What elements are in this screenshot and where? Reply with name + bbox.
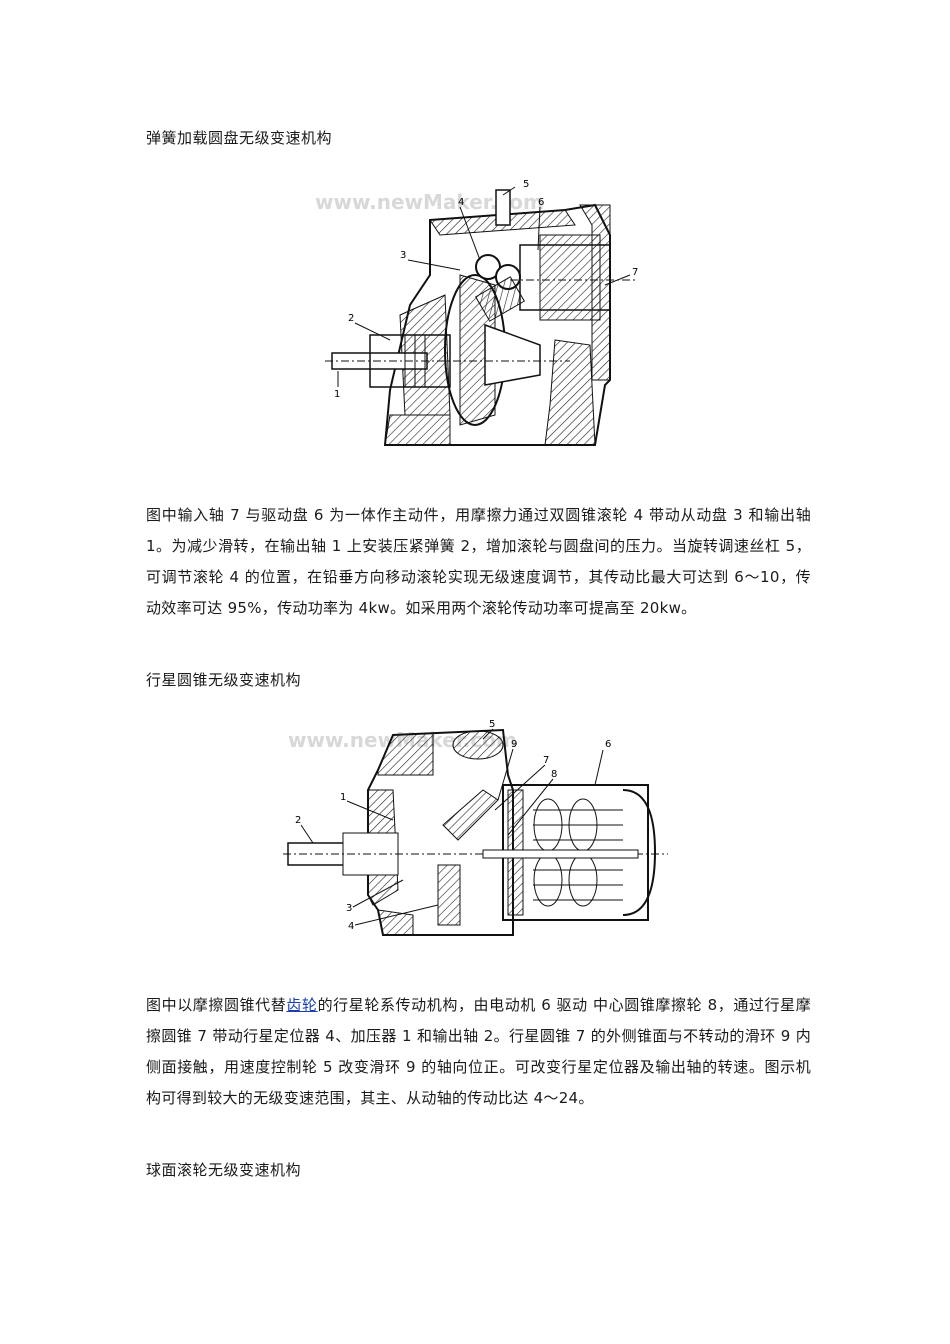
figure-planetary-cone-mechanism: www.newMaker.com 5 9 7 8 6 [283,715,668,943]
label-1: 1 [340,792,346,803]
label-6: 6 [538,197,544,208]
figure-spring-disc-mechanism: www.newMaker.com 5 6 4 3 [310,175,645,460]
label-4: 4 [348,921,354,932]
paragraph-text-after-link: 的行星轮系传动机构，由电动机 6 驱动 中心圆锥摩擦轮 8，通过行星摩擦圆锥 7… [146,996,812,1107]
label-5: 5 [523,179,529,190]
label-4: 4 [458,197,464,208]
label-2: 2 [295,815,301,826]
label-7: 7 [543,755,549,766]
label-8: 8 [551,769,557,780]
label-5: 5 [489,719,495,730]
label-1: 1 [334,389,340,400]
section-heading-spherical-roller: 球面滚轮无级变速机构 [146,1161,302,1179]
section-heading-planetary-cone: 行星圆锥无级变速机构 [146,671,302,689]
label-7: 7 [632,267,638,278]
paragraph-planetary-cone: 图中以摩擦圆锥代替齿轮的行星轮系传动机构，由电动机 6 驱动 中心圆锥摩擦轮 8… [146,990,811,1114]
paragraph-spring-disc: 图中输入轴 7 与驱动盘 6 为一体作主动件，用摩擦力通过双圆锥滚轮 4 带动从… [146,506,811,617]
label-9: 9 [511,739,517,750]
label-3: 3 [400,250,406,261]
paragraph-text-before-link: 图中以摩擦圆锥代替 [146,996,287,1014]
label-2: 2 [348,313,354,324]
gear-link[interactable]: 齿轮 [286,996,318,1014]
label-3: 3 [346,903,352,914]
section-heading-spring-disc: 弹簧加载圆盘无级变速机构 [146,129,333,147]
label-6: 6 [605,739,611,750]
